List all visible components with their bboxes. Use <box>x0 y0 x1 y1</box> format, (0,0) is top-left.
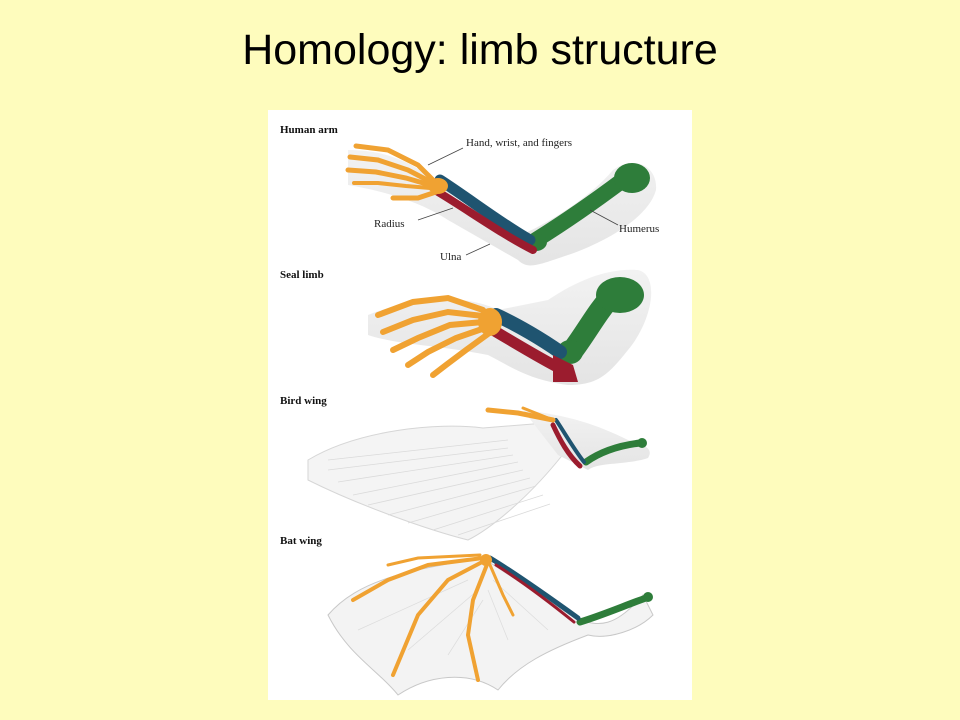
seal-hand-bones <box>375 294 502 378</box>
human-humerus-bone <box>528 172 631 248</box>
callout-radius: Radius <box>374 218 405 230</box>
bird-wing-panel: Bird wing <box>280 395 650 541</box>
human-humerus-head <box>614 163 650 193</box>
bird-hand-bones <box>485 406 556 423</box>
bird-radius-bone <box>554 418 586 464</box>
seal-limb-panel: Seal limb <box>280 269 652 385</box>
bat-wing-panel: Bat wing <box>280 535 654 696</box>
human-ulna-bone <box>434 188 537 254</box>
bird-ulna-bone <box>550 422 583 469</box>
callout-humerus: Humerus <box>619 223 659 235</box>
human-hand-bones <box>345 143 448 201</box>
limb-diagram: Human arm Hand, wrist, and fingers Radiu… <box>280 124 659 696</box>
seal-radius-bone <box>489 308 567 359</box>
bat-humerus-bone <box>576 594 650 626</box>
human-radius-bone <box>434 174 536 246</box>
callout-ulna: Ulna <box>440 251 462 263</box>
bird-wing-feathers <box>307 421 569 541</box>
limb-homology-figure: Human arm Hand, wrist, and fingers Radiu… <box>268 110 692 700</box>
bat-hand-bones <box>351 553 515 682</box>
slide-title: Homology: limb structure <box>242 26 718 74</box>
human-arm-panel: Human arm Hand, wrist, and fingers Radiu… <box>280 124 659 266</box>
panel-label-seal-limb: Seal limb <box>280 269 324 281</box>
bat-radius-bone <box>487 555 581 621</box>
bird-humerus-bone <box>582 439 644 466</box>
panel-label-bat-wing: Bat wing <box>280 535 322 547</box>
bat-wing-membrane <box>327 557 654 696</box>
panel-label-human-arm: Human arm <box>280 124 338 136</box>
bat-ulna-bone <box>494 563 576 624</box>
panel-label-bird-wing: Bird wing <box>280 395 327 407</box>
callout-hand-wrist-fingers: Hand, wrist, and fingers <box>466 137 572 149</box>
